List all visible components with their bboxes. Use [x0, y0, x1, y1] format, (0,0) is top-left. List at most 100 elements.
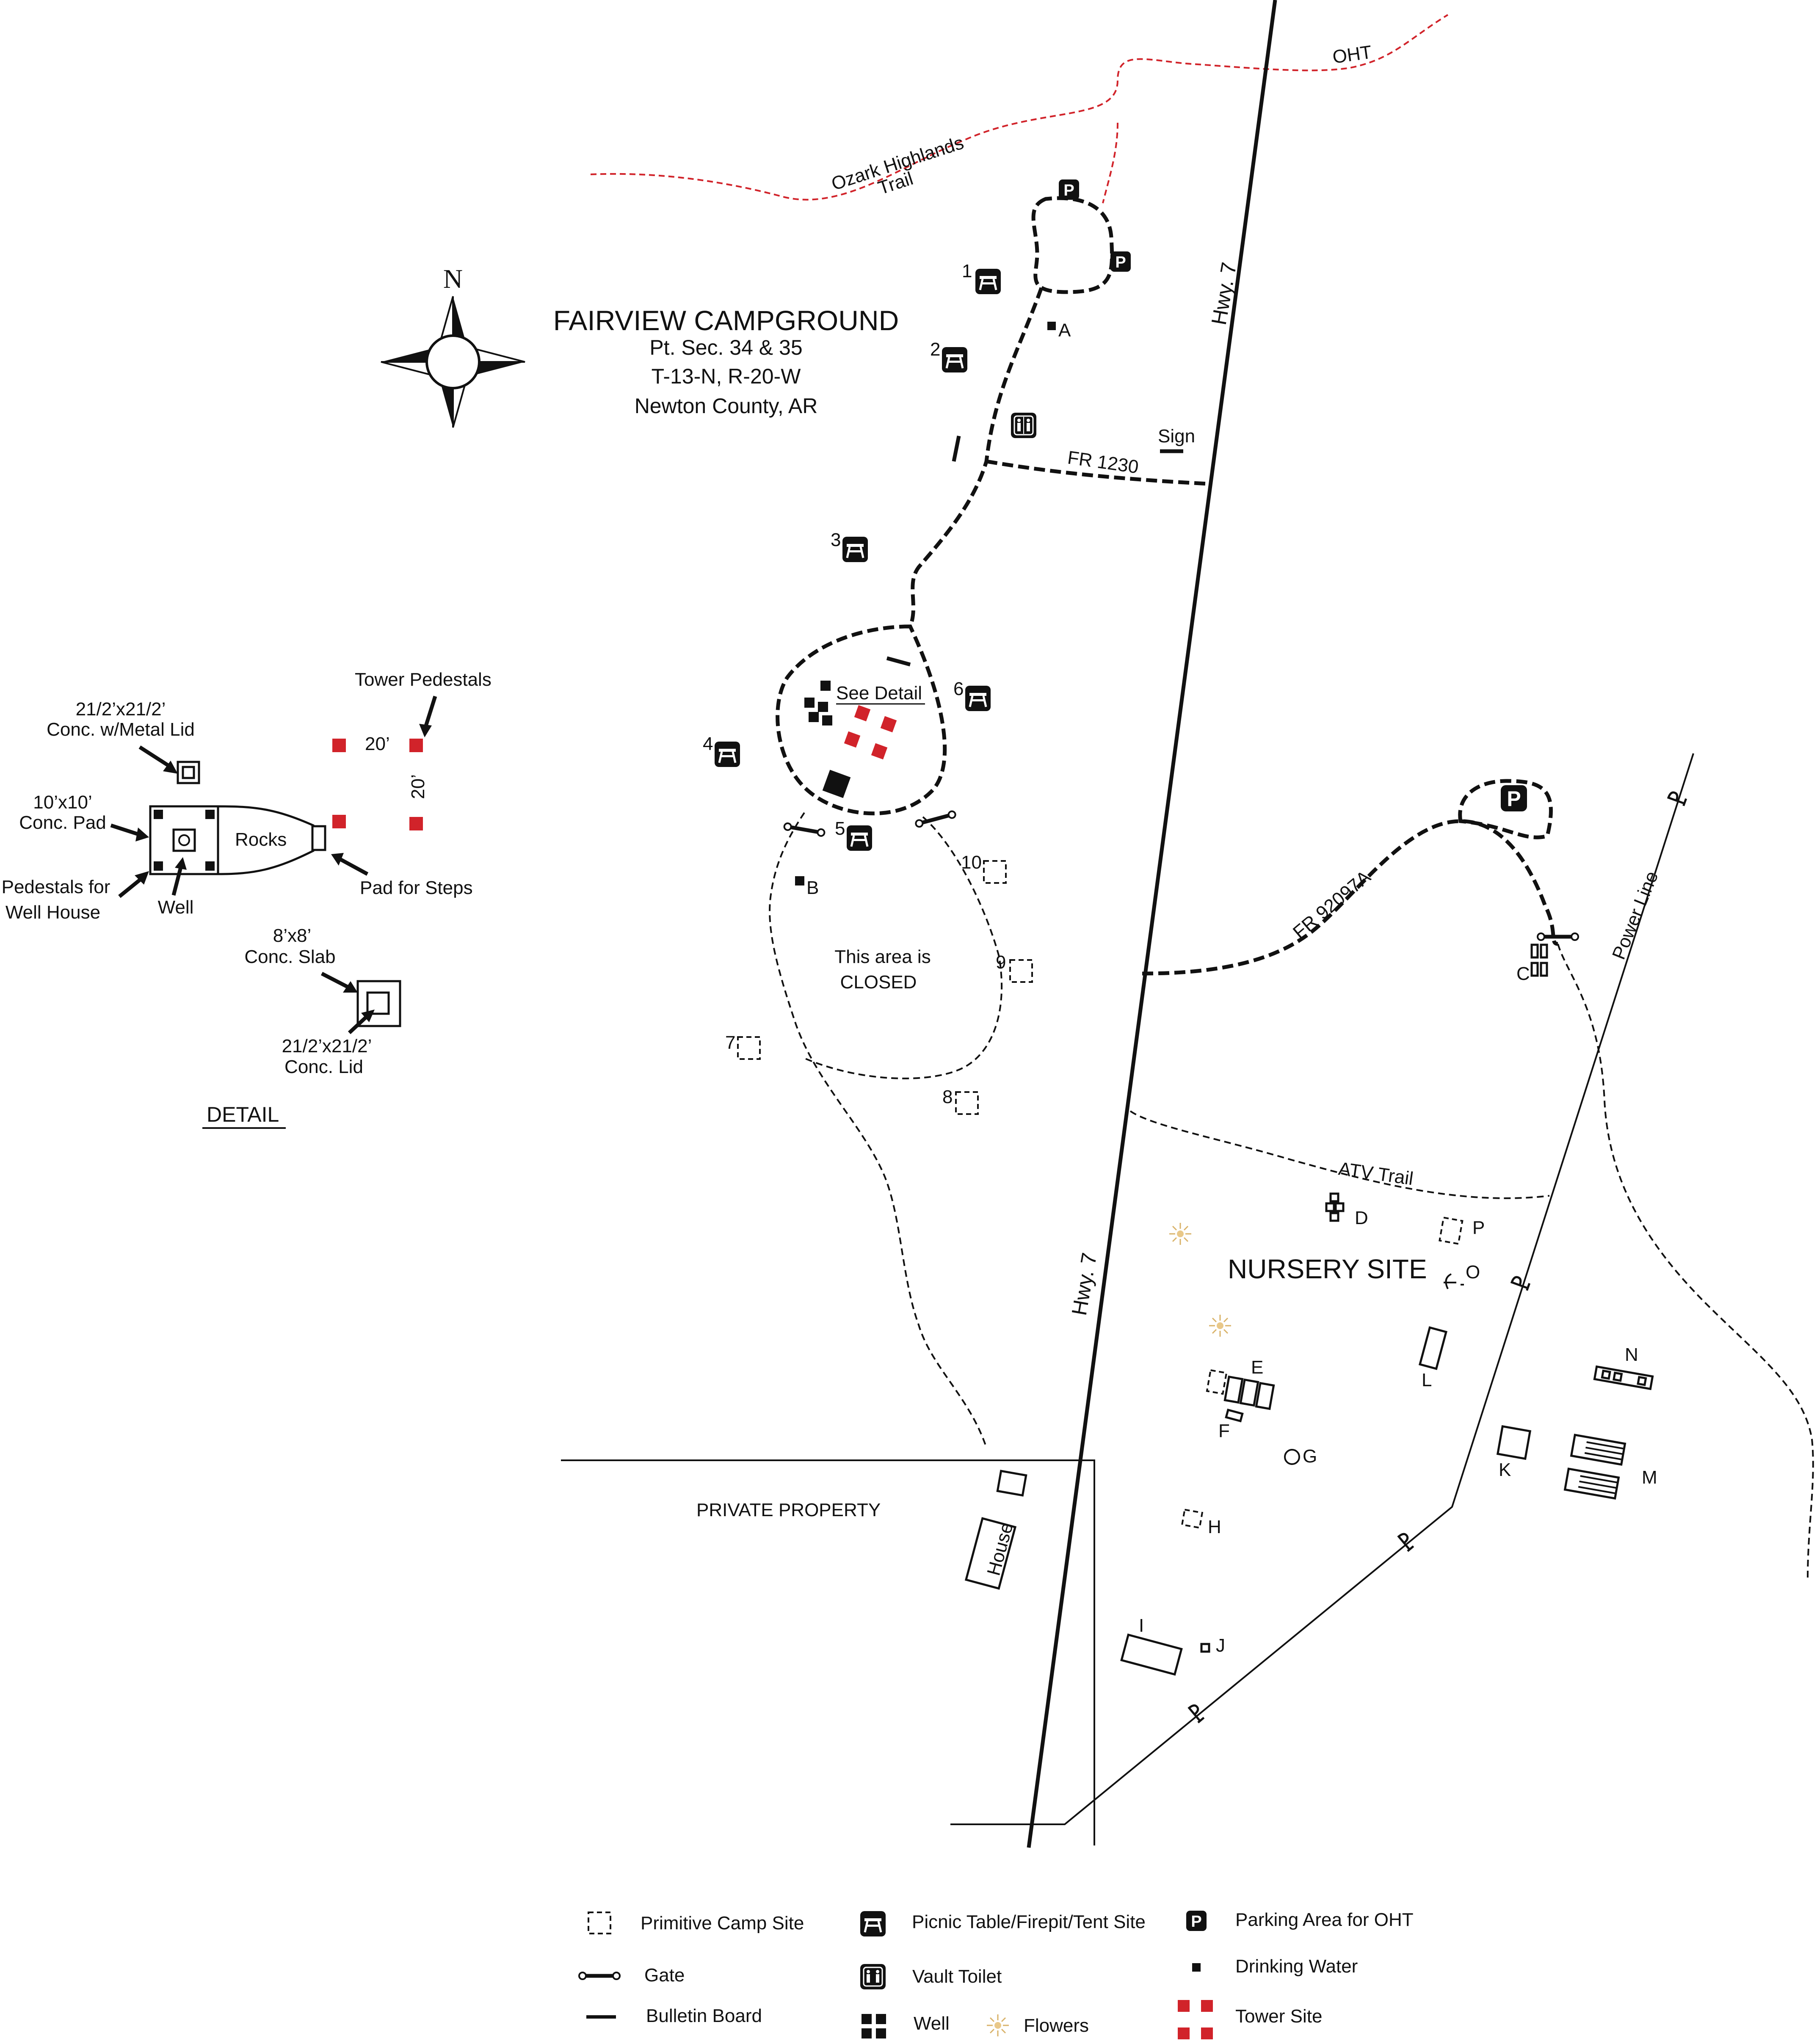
svg-text:1: 1	[962, 261, 972, 281]
svg-text:M: M	[1642, 1467, 1657, 1488]
svg-text:Bulletin Board: Bulletin Board	[646, 2005, 762, 2026]
tower-pedestal	[332, 739, 346, 752]
structure-d: D	[1325, 1192, 1368, 1228]
primitive-site-10: 10	[961, 852, 1007, 884]
closed-area-line2: CLOSED	[840, 972, 917, 993]
svg-text:P: P	[1507, 787, 1521, 811]
structure-f: F	[1218, 1408, 1244, 1441]
svg-text:I: I	[1139, 1615, 1144, 1636]
svg-text:D: D	[1355, 1208, 1368, 1228]
closed-area-line1: This area is	[834, 946, 931, 967]
campground-road	[1031, 196, 1114, 294]
flowers-icon	[1168, 1222, 1192, 1246]
house-outbuilding	[996, 1470, 1027, 1497]
structure-o: O	[1444, 1262, 1480, 1289]
legend-picnic: Picnic Table/Firepit/Tent Site	[860, 1911, 1146, 1936]
tower-pedestals-label: Tower Pedestals	[355, 669, 492, 690]
legend-toilet: Vault Toilet	[860, 1964, 1002, 1989]
steps-label: Pad for Steps	[360, 877, 473, 898]
svg-text:H: H	[1208, 1517, 1221, 1537]
lid2-desc: Conc. Lid	[284, 1056, 363, 1077]
rocks-label: Rocks	[235, 829, 287, 850]
legend-bulletin: Bulletin Board	[586, 2005, 762, 2026]
north-label: N	[443, 264, 463, 294]
hwy7-lower-label: Hwy. 7	[1067, 1251, 1102, 1317]
hwy7-upper-label: Hwy. 7	[1207, 260, 1241, 327]
structure-i: I	[1120, 1615, 1183, 1676]
gate-icon	[784, 823, 825, 836]
title-block: FAIRVIEW CAMPGROUND Pt. Sec. 34 & 35 T-1…	[553, 305, 899, 418]
picnic-site-4: 4	[703, 734, 740, 767]
svg-text:2: 2	[930, 339, 940, 360]
closed-area-trail-left	[769, 812, 987, 1448]
structure-l: L	[1418, 1326, 1448, 1390]
svg-text:Flowers: Flowers	[1024, 2015, 1089, 2036]
structure-g: G	[1284, 1446, 1317, 1467]
north-arrow-icon: N	[381, 264, 525, 428]
atv-trail	[1129, 1110, 1550, 1199]
svg-text:L: L	[1422, 1370, 1432, 1390]
picnic-site-1: 1	[962, 261, 1001, 294]
svg-text:Primitive Camp Site: Primitive Camp Site	[641, 1913, 804, 1934]
east-trail	[1557, 943, 1814, 1579]
atv-trail-label: ATV Trail	[1337, 1158, 1415, 1189]
ozark-highlands-trail	[590, 14, 1449, 201]
svg-text:3: 3	[831, 530, 841, 550]
dimension-horizontal: 20’	[365, 734, 390, 754]
svg-text:9: 9	[996, 952, 1006, 973]
svg-text:Picnic Table/Firepit/Tent Site: Picnic Table/Firepit/Tent Site	[912, 1912, 1146, 1932]
well-box	[172, 828, 196, 852]
label-a: A	[1058, 320, 1071, 341]
pad1-desc: Conc. Pad	[19, 812, 106, 833]
slab-size: 8’x8’	[273, 925, 312, 946]
label-b: B	[806, 877, 819, 898]
legend-well: Well	[862, 2013, 950, 2038]
dimension-vertical: 20’	[408, 774, 428, 799]
lid2-size: 21/2’x21/2’	[282, 1036, 372, 1056]
svg-text:4: 4	[703, 734, 713, 754]
tower-pedestal	[332, 815, 346, 828]
fr-92097a-road	[1142, 819, 1558, 976]
oht-label: OHT	[1331, 41, 1373, 67]
gate-icon	[915, 811, 956, 828]
structure-p: P	[1439, 1216, 1485, 1245]
see-detail-link[interactable]: See Detail	[836, 683, 922, 703]
svg-text:N: N	[1625, 1344, 1638, 1365]
legend-primitive: Primitive Camp Site	[588, 1912, 804, 1934]
svg-text:6: 6	[953, 679, 964, 699]
fr-1230-road	[986, 459, 1209, 486]
pedestals-label-1: Pedestals for	[2, 877, 110, 897]
picnic-site-3: 3	[831, 530, 868, 562]
house: House	[964, 1517, 1017, 1590]
svg-text:F: F	[1218, 1421, 1230, 1441]
structure-h: H	[1181, 1509, 1221, 1537]
structure-e: E	[1206, 1357, 1275, 1410]
svg-text:P: P	[1472, 1217, 1485, 1238]
svg-text:C: C	[1516, 963, 1530, 984]
structure-j: J	[1200, 1635, 1225, 1656]
lid1-size: 21/2’x21/2’	[76, 699, 166, 720]
drinking-water-a	[1047, 322, 1056, 330]
svg-text:5: 5	[835, 818, 845, 839]
pad1-size: 10’x10’	[33, 792, 92, 813]
power-line-symbol	[1397, 1532, 1415, 1551]
fr-92097a-label: FR 92097A	[1289, 866, 1375, 943]
power-line-label: Power Line	[1608, 868, 1662, 962]
private-property-label: PRIVATE PROPERTY	[696, 1500, 881, 1520]
vault-toilet-icon	[1011, 413, 1036, 438]
flowers-icon	[1208, 1314, 1232, 1338]
structure-c: C	[1516, 943, 1548, 984]
structure-k: K	[1496, 1425, 1532, 1480]
sign-label: Sign	[1158, 426, 1195, 447]
highway-7	[1027, 0, 1277, 1848]
svg-text:Drinking Water: Drinking Water	[1235, 1956, 1358, 1977]
primitive-site-8: 8	[942, 1087, 979, 1115]
fr-1230-label: FR 1230	[1066, 447, 1140, 477]
slab-desc: Conc. Slab	[244, 946, 335, 967]
tower-pedestal	[409, 739, 423, 752]
legend-gate: Gate	[579, 1965, 685, 1986]
lid1-desc: Conc. w/Metal Lid	[47, 719, 195, 740]
fr-92097a-loop	[1458, 779, 1553, 839]
legend-flowers: Flowers	[986, 2014, 1089, 2037]
